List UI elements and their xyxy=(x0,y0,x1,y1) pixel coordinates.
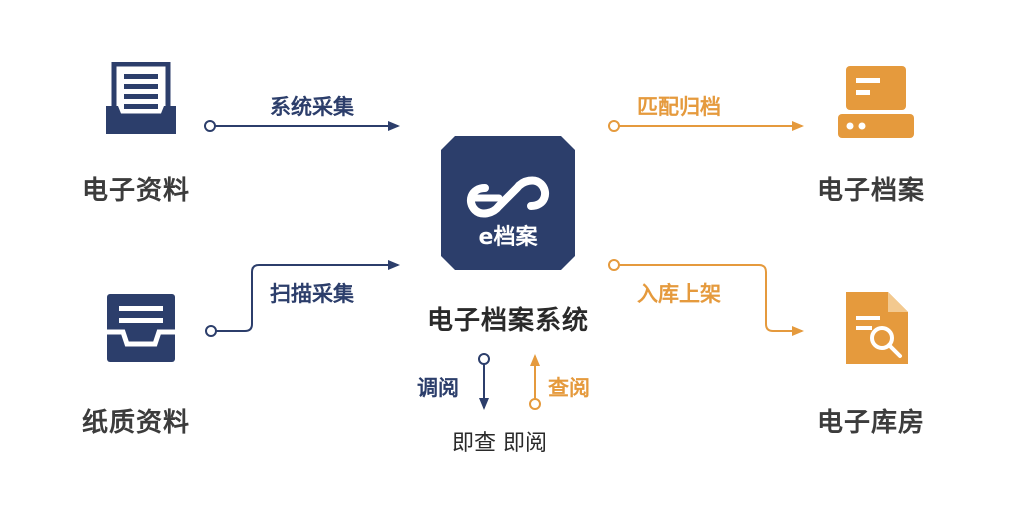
label-store-shelve: 入库上架 xyxy=(637,282,721,306)
node-electronic-materials: 电子资料 xyxy=(82,176,191,206)
edge-scan-collect xyxy=(205,260,400,337)
edge-system-collect xyxy=(204,120,400,132)
edge-query xyxy=(529,354,541,410)
label-query: 查阅 xyxy=(548,376,590,400)
label-scan-collect: 扫描采集 xyxy=(270,282,354,306)
label-system-collect: 系统采集 xyxy=(270,95,354,119)
document-tray-icon xyxy=(106,62,176,134)
server-icon xyxy=(838,66,914,138)
node-electronic-storage: 电子库房 xyxy=(817,408,926,438)
edge-match-archive xyxy=(608,120,804,132)
label-instant-access: 即查 即阅 xyxy=(452,431,547,456)
infinity-link-icon xyxy=(466,176,550,218)
edge-borrow xyxy=(478,353,490,410)
inbox-tray-icon xyxy=(107,294,175,362)
document-search-icon xyxy=(846,292,908,364)
center-badge-text: e档案 xyxy=(479,224,539,250)
node-paper-materials: 纸质资料 xyxy=(82,408,191,438)
label-match-archive: 匹配归档 xyxy=(637,95,721,119)
center-badge: e档案 xyxy=(441,136,575,270)
edge-store-shelve xyxy=(608,259,804,336)
label-borrow: 调阅 xyxy=(417,376,459,400)
center-title: 电子档案系统 xyxy=(426,306,589,336)
node-electronic-archives: 电子档案 xyxy=(817,176,926,206)
